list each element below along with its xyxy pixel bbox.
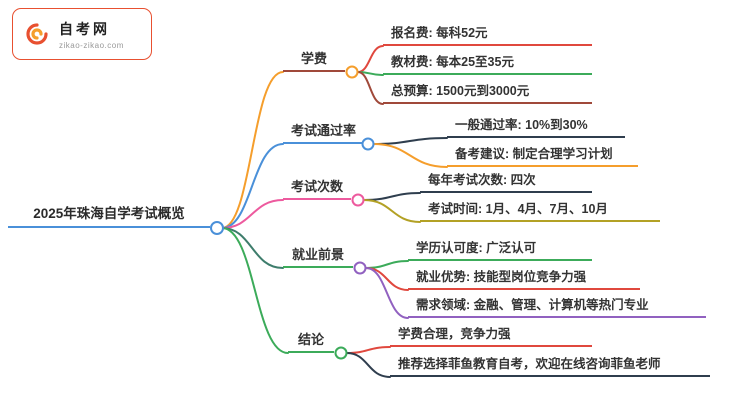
edge-passrate-advice xyxy=(373,143,448,168)
root-node: 2025年珠海自学考试概览 xyxy=(8,205,210,228)
edge-tuition-total-budget xyxy=(357,71,384,105)
edge-passrate-general xyxy=(373,137,448,145)
pass-rate-connector-circle xyxy=(361,137,375,151)
tuition-connector-circle xyxy=(345,65,359,79)
edge-employment-advantage xyxy=(365,267,409,291)
leaf-annual-exam-count: 每年考试次数: 四次 xyxy=(420,172,592,193)
logo-url: zikao-zikao.com xyxy=(59,40,124,50)
leaf-degree-recognition: 学历认可度: 广泛认可 xyxy=(408,240,592,261)
branch-employment: 就业前景 xyxy=(283,247,353,268)
edge-root-exam-count xyxy=(221,199,284,229)
leaf-registration-fee: 报名费: 每科52元 xyxy=(383,25,592,46)
site-logo[interactable]: 自考网 zikao-zikao.com xyxy=(12,8,152,60)
leaf-total-budget: 总预算: 1500元到3000元 xyxy=(383,83,592,104)
branch-tuition: 学费 xyxy=(283,51,345,72)
edge-root-tuition xyxy=(221,71,284,229)
edge-root-conclusion xyxy=(221,227,289,354)
edge-tuition-registration-fee xyxy=(357,45,384,73)
leaf-textbook-fee: 教材费: 每本25至35元 xyxy=(383,54,592,75)
edge-examcount-schedule xyxy=(363,199,421,223)
zikao-logo-icon xyxy=(26,23,48,45)
edge-examcount-annual xyxy=(363,192,421,201)
exam-count-connector-circle xyxy=(351,193,365,207)
edge-conclusion-summary xyxy=(346,346,391,354)
leaf-conclusion-summary: 学费合理，竞争力强 xyxy=(390,326,592,347)
conclusion-connector-circle xyxy=(334,346,348,360)
employment-connector-circle xyxy=(353,261,367,275)
edge-employment-recognition xyxy=(365,260,409,269)
edge-employment-demand xyxy=(365,267,409,319)
logo-title: 自考网 xyxy=(59,20,110,37)
leaf-conclusion-recommendation: 推荐选择菲鱼教育自考，欢迎在线咨询菲鱼老师 xyxy=(390,356,710,377)
edge-root-pass-rate xyxy=(221,143,284,229)
branch-pass-rate: 考试通过率 xyxy=(283,123,363,144)
leaf-general-pass-rate: 一般通过率: 10%到30% xyxy=(447,117,625,138)
edge-conclusion-recommendation xyxy=(346,352,391,378)
branch-conclusion: 结论 xyxy=(288,332,334,353)
edge-root-employment xyxy=(221,227,284,269)
branch-exam-count: 考试次数 xyxy=(283,179,351,200)
root-connector-circle xyxy=(210,221,224,235)
leaf-employment-advantage: 就业优势: 技能型岗位竞争力强 xyxy=(408,269,640,290)
logo-text: 自考网 zikao-zikao.com xyxy=(59,19,124,50)
leaf-prep-advice: 备考建议: 制定合理学习计划 xyxy=(447,146,638,167)
leaf-exam-schedule: 考试时间: 1月、4月、7月、10月 xyxy=(420,201,660,222)
leaf-demand-fields: 需求领域: 金融、管理、计算机等热门专业 xyxy=(408,297,706,318)
